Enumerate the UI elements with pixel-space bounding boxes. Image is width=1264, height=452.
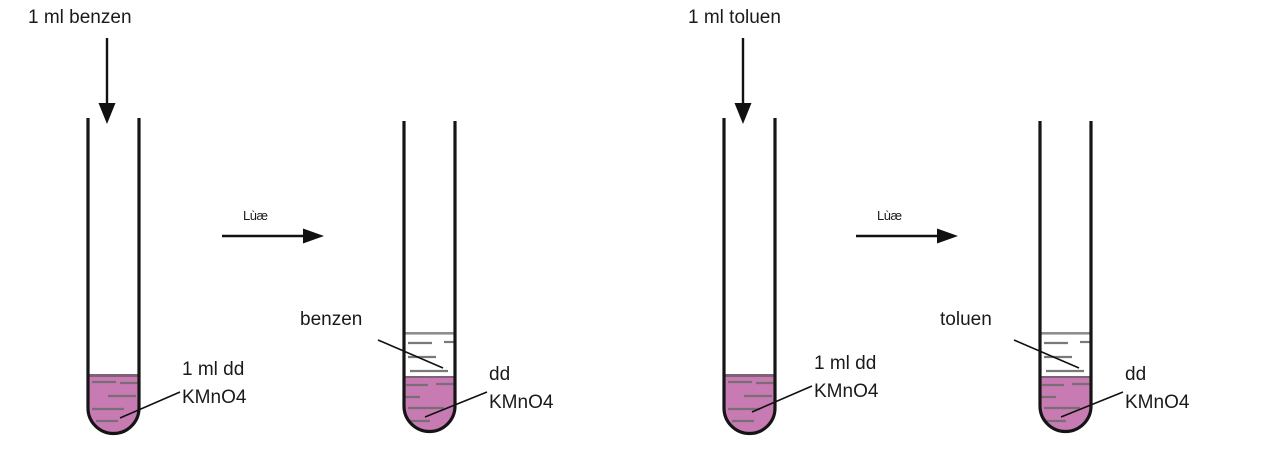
annotation-kmno4-after-toluen: dd KMnO4: [1125, 361, 1189, 417]
reaction-arrow-benzen: [222, 228, 324, 244]
annotation-organic-layer-benzen: benzen: [300, 309, 363, 330]
annotation-organic-layer-toluen: toluen: [940, 309, 992, 330]
tube-before-benzen-contents: [88, 374, 139, 434]
annotation-kmno4-before-benzen: 1 ml dd KMnO4: [182, 356, 246, 412]
addition-arrow-toluen: [734, 38, 752, 124]
subscript-4: 4: [235, 387, 247, 408]
annotation-kmno4-before-toluen: 1 ml dd KMnO4: [814, 350, 878, 406]
leader-line-benzen-layer: [377, 339, 444, 369]
leader-line-toluen-layer: [1013, 339, 1080, 369]
leader-line-kmno4-before-benzen: [119, 391, 181, 419]
test-tube-after-toluen: [1038, 121, 1093, 434]
leader-line-kmno4-after-toluen: [1060, 391, 1124, 418]
reagent-label-benzen: 1 ml benzen: [28, 7, 132, 28]
reaction-arrow-toluen: [856, 228, 958, 244]
annotation-kmno4-before-toluen-line1: 1 ml dd: [814, 353, 877, 374]
annotation-kmno4-before-toluen-line2: KMnO4: [814, 381, 879, 402]
subscript-4: 4: [1178, 392, 1190, 413]
leader-line-kmno4-before-toluen: [751, 385, 813, 413]
test-tube-before-benzen: [86, 118, 141, 436]
annotation-kmno4-after-toluen-line1: dd: [1125, 364, 1147, 385]
leader-line-kmno4-after-benzen: [424, 391, 488, 418]
annotation-kmno4-before-benzen-line2: KMnO4: [182, 387, 247, 408]
reagent-label-toluen: 1 ml toluen: [688, 7, 781, 28]
annotation-kmno4-after-benzen-line2: KMnO4: [489, 392, 554, 413]
condition-label-benzen: Lùæ: [243, 208, 268, 223]
condition-label-toluen: Lùæ: [877, 208, 902, 223]
annotation-kmno4-after-benzen: dd KMnO4: [489, 361, 553, 417]
test-tube-after-benzen: [402, 121, 457, 434]
tube-before-toluen-contents: [724, 374, 775, 434]
subscript-4: 4: [542, 392, 554, 413]
annotation-kmno4-after-toluen-line2: KMnO4: [1125, 392, 1190, 413]
annotation-kmno4-before-benzen-line1: 1 ml dd: [182, 359, 245, 380]
annotation-kmno4-after-benzen-line1: dd: [489, 364, 511, 385]
addition-arrow-benzen: [98, 38, 116, 124]
test-tube-before-toluen: [722, 118, 777, 436]
subscript-4: 4: [867, 381, 879, 402]
